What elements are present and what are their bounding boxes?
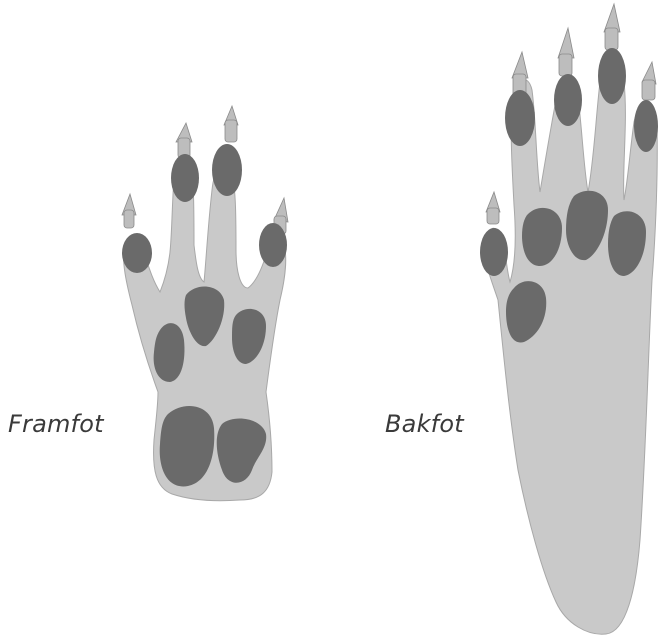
front-toe-pad-1: [122, 233, 152, 273]
hind-toe-pad-5: [634, 100, 658, 152]
hind-claw-shaft-4: [605, 28, 618, 50]
hind-toe-pad-2: [505, 90, 535, 146]
hind-toe-pad-4: [598, 48, 626, 104]
front-toe-pad-2: [171, 154, 199, 202]
hind-claw-shaft-5: [642, 80, 655, 100]
hind-foot: [480, 4, 658, 634]
front-foot: [122, 106, 288, 501]
front-toe-pad-4: [259, 223, 287, 267]
front-claw-shaft-3: [225, 120, 237, 142]
hind-foot-label: Bakfot: [385, 410, 464, 438]
front-foot-label: Framfot: [8, 410, 104, 438]
front-claw-shaft-1: [124, 210, 134, 228]
hind-toe-pad-1: [480, 228, 508, 276]
hind-claw-shaft-1: [487, 208, 499, 224]
hind-toe-pad-3: [554, 74, 582, 126]
hind-claw-3: [558, 28, 574, 58]
front-toe-pad-3: [212, 144, 242, 196]
hind-foot-outline: [484, 64, 657, 634]
hind-claw-shaft-3: [559, 54, 572, 76]
